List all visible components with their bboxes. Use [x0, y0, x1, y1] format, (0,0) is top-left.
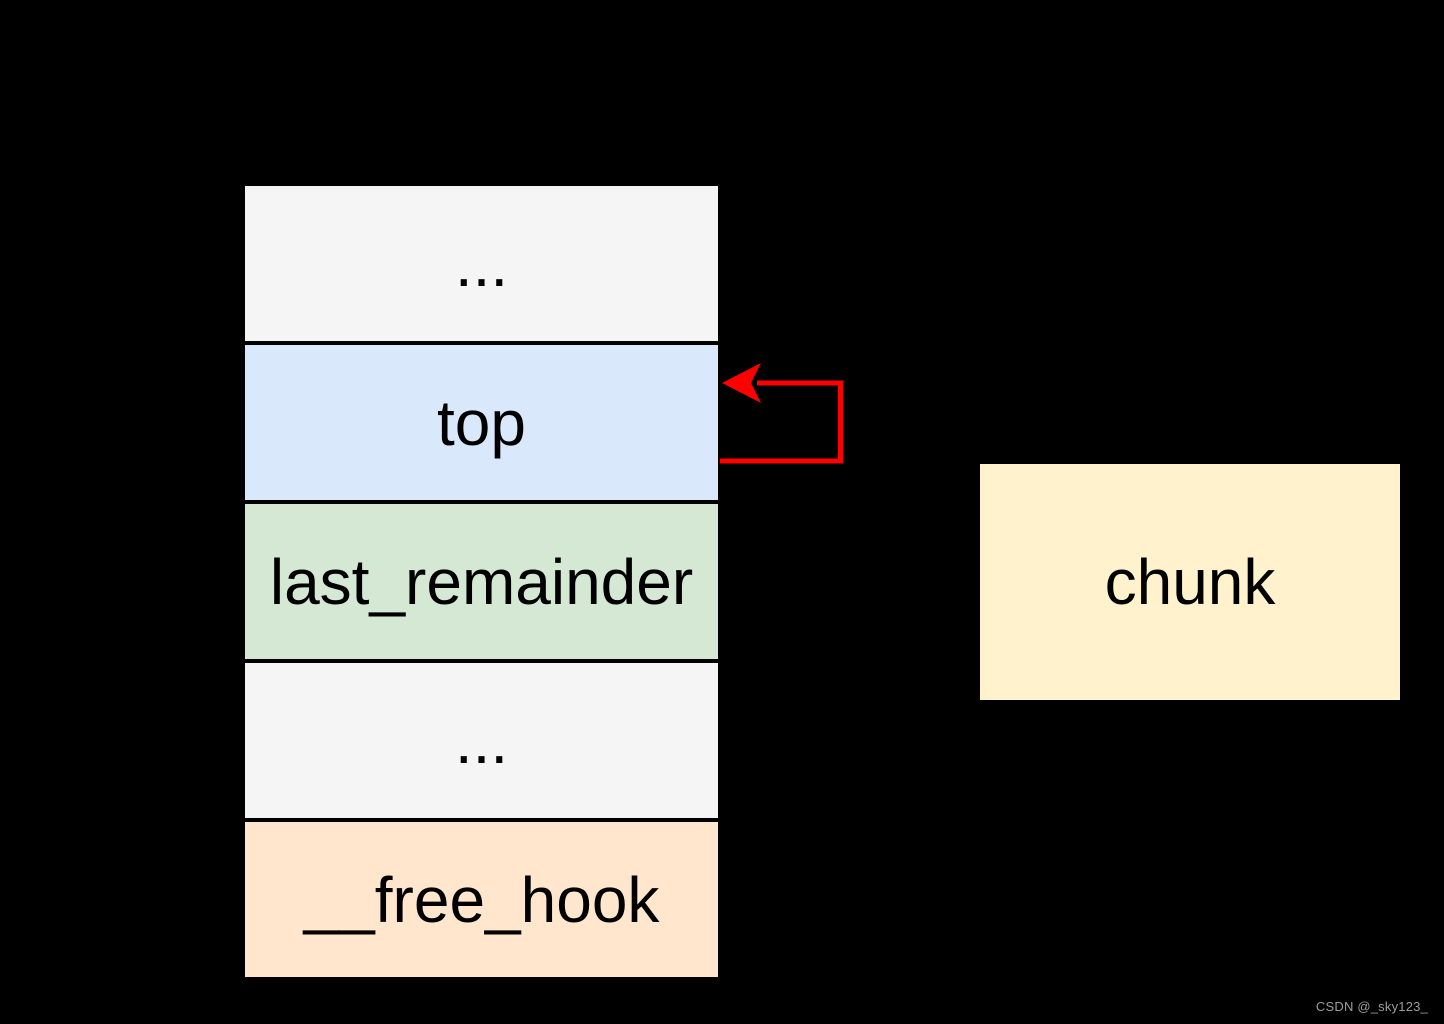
- cell-ellipsis-upper-label: ...: [454, 227, 509, 300]
- cell-ellipsis-lower-label: ...: [454, 704, 509, 777]
- cell-free-hook: __free_hook: [243, 820, 720, 979]
- chunk-box: chunk: [980, 464, 1400, 700]
- watermark: CSDN @_sky123_: [1315, 999, 1428, 1014]
- cell-top-label: top: [437, 386, 526, 459]
- cell-free-hook-label: __free_hook: [303, 863, 660, 936]
- cell-ellipsis-lower: ...: [243, 661, 720, 820]
- cell-last-remainder-label: last_remainder: [269, 545, 694, 618]
- cell-top: top: [243, 343, 720, 502]
- cell-last-remainder: last_remainder: [243, 502, 720, 661]
- memory-stack: ... top last_remainder ... __free_hook: [243, 184, 720, 979]
- chunk-box-label: chunk: [1104, 546, 1276, 618]
- cell-ellipsis-upper: ...: [243, 184, 720, 343]
